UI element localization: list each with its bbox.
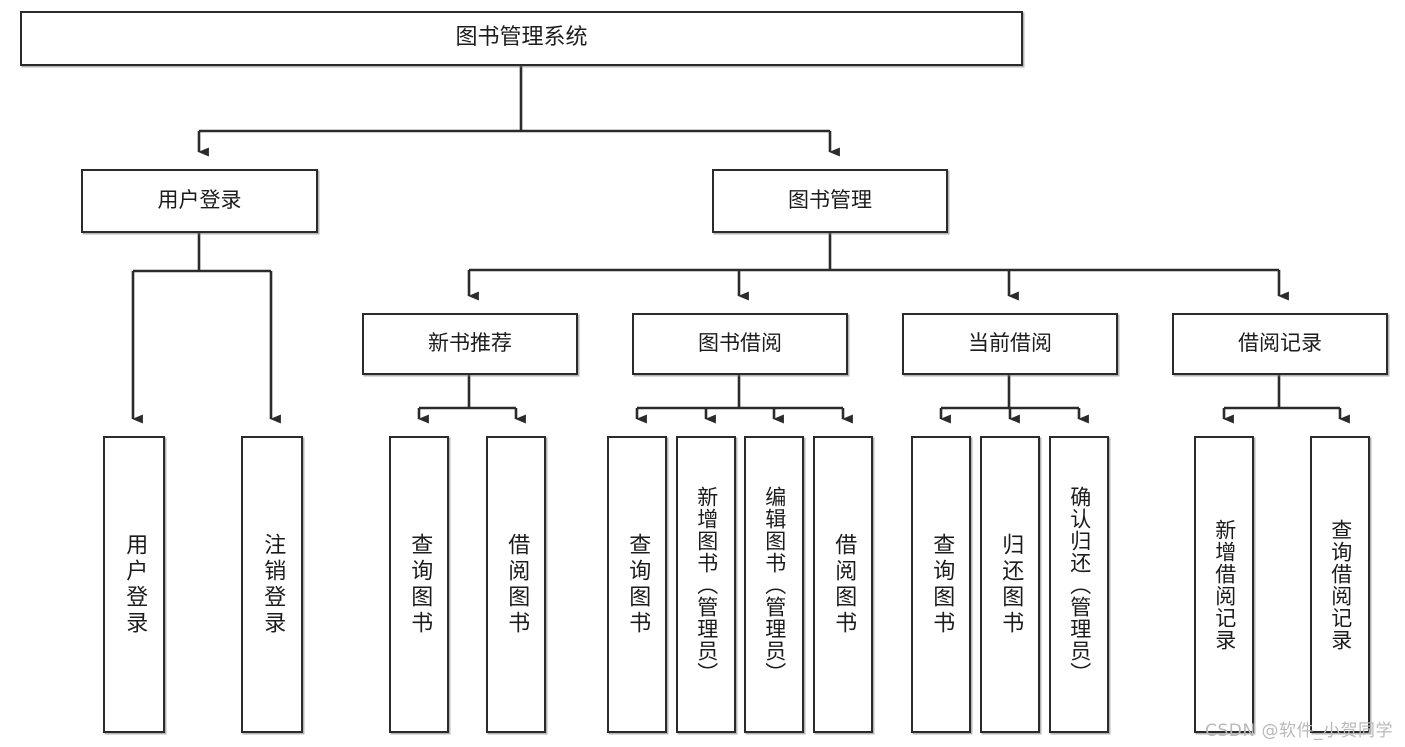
node-leaf-confirm-return-label: 确认归还（管理员） [1067,485,1092,684]
node-leaf-borrow-book-1-label: 借阅图书 [504,532,530,637]
node-leaf-borrow-book-2[interactable]: 借阅图书 [813,436,873,733]
node-leaf-query-book-2[interactable]: 查询图书 [607,436,667,733]
node-leaf-user-login[interactable]: 用户登录 [103,436,165,733]
node-leaf-query-book-1[interactable]: 查询图书 [389,436,449,733]
node-current-borrow[interactable]: 当前借阅 [902,313,1118,375]
node-book-manage[interactable]: 图书管理 [712,169,948,233]
node-leaf-add-record[interactable]: 新增借阅记录 [1194,436,1254,733]
node-root-label: 图书管理系统 [455,25,588,51]
node-leaf-query-book-3-label: 查询图书 [929,532,955,637]
node-new-book-rec-label: 新书推荐 [428,331,512,356]
node-leaf-add-record-label: 新增借阅记录 [1212,518,1237,651]
node-new-book-rec[interactable]: 新书推荐 [362,313,578,375]
node-user-login[interactable]: 用户登录 [81,169,318,233]
node-borrow-record-label: 借阅记录 [1238,331,1322,356]
node-leaf-logout-label: 注销登录 [260,532,286,637]
node-leaf-query-book-1-label: 查询图书 [407,532,433,637]
node-leaf-add-book-label: 新增图书（管理员） [694,485,719,684]
node-leaf-user-login-label: 用户登录 [122,532,148,637]
node-root[interactable]: 图书管理系统 [20,11,1023,66]
node-leaf-edit-book-label: 编辑图书（管理员） [762,485,787,684]
node-leaf-return-book[interactable]: 归还图书 [980,436,1040,733]
node-borrow-record[interactable]: 借阅记录 [1172,313,1388,375]
node-book-borrow[interactable]: 图书借阅 [632,313,848,375]
node-leaf-query-record-label: 查询借阅记录 [1328,518,1353,651]
node-leaf-query-book-3[interactable]: 查询图书 [911,436,971,733]
node-leaf-confirm-return[interactable]: 确认归还（管理员） [1049,436,1109,733]
node-leaf-query-book-2-label: 查询图书 [625,532,651,637]
node-user-login-label: 用户登录 [157,188,242,213]
node-book-borrow-label: 图书借阅 [698,331,782,356]
node-leaf-query-record[interactable]: 查询借阅记录 [1310,436,1370,733]
node-current-borrow-label: 当前借阅 [968,331,1052,356]
watermark: CSDN @软件_小贺同学 [1205,721,1393,741]
node-leaf-edit-book[interactable]: 编辑图书（管理员） [744,436,804,733]
node-leaf-logout[interactable]: 注销登录 [241,436,303,733]
node-leaf-borrow-book-2-label: 借阅图书 [831,532,857,637]
node-leaf-return-book-label: 归还图书 [998,532,1024,637]
node-leaf-borrow-book-1[interactable]: 借阅图书 [486,436,546,733]
node-book-manage-label: 图书管理 [788,188,872,213]
node-leaf-add-book[interactable]: 新增图书（管理员） [676,436,736,733]
